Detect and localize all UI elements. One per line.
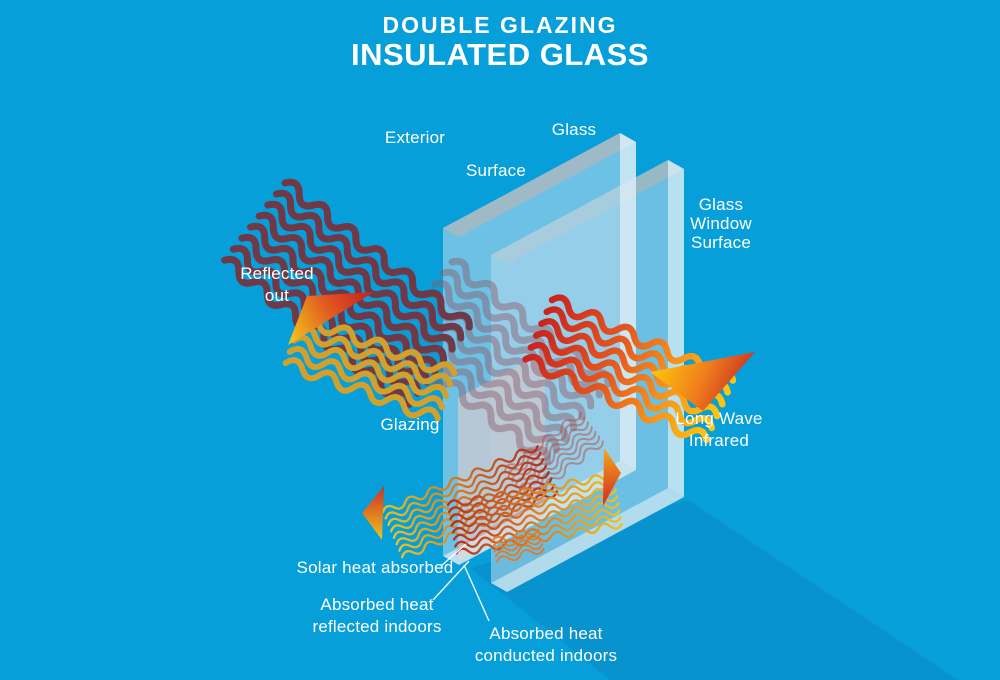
leader-line-absorbed-reflected xyxy=(432,560,470,601)
arrow-absorbed-reflected-icon xyxy=(362,486,384,540)
label-reflected-out: Reflected out xyxy=(240,264,314,305)
label-absorbed-heat-reflected: Absorbed heat reflected indoors xyxy=(312,595,442,636)
title-line1: DOUBLE GLAZING xyxy=(382,12,618,38)
label-long-wave-infrared: Long Wave Infrared xyxy=(675,409,763,450)
leader-lines xyxy=(432,543,490,622)
leader-line-absorbed-conducted xyxy=(463,564,490,622)
label-glass: Glass xyxy=(551,120,597,139)
label-surface: Surface xyxy=(466,161,526,180)
label-glass-window-surface: Glass Window Surface xyxy=(690,195,752,252)
label-exterior: Exterior xyxy=(384,128,446,147)
title-line2: INSULATED GLASS xyxy=(351,37,649,72)
label-glazing: Glazing xyxy=(380,415,440,434)
arrow-long-wave-infrared-icon xyxy=(650,352,755,411)
arrow-reflected-out-icon xyxy=(288,292,374,345)
leader-line-solar-heat-absorbed xyxy=(440,543,467,567)
label-solar-heat-absorbed: Solar heat absorbed xyxy=(296,558,454,577)
arrow-absorbed-conducted-icon xyxy=(603,448,621,506)
label-absorbed-heat-conducted: Absorbed heat conducted indoors xyxy=(474,624,618,665)
